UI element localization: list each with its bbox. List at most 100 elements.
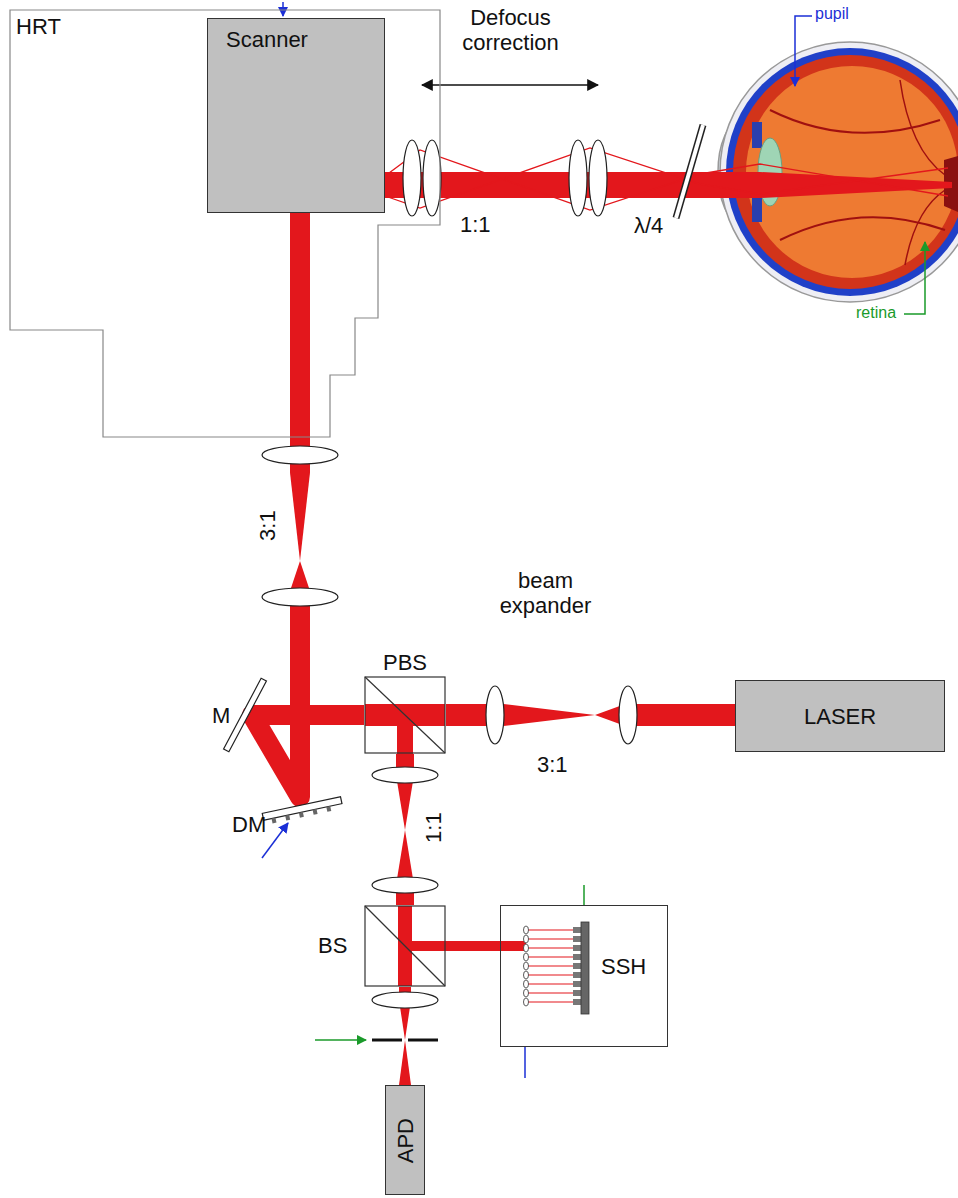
node-label: HRT — [16, 14, 61, 39]
defocus-arrow — [422, 85, 598, 86]
scan-beam — [385, 148, 952, 210]
beam-focus — [495, 715, 628, 727]
sensor-part — [528, 1001, 573, 1002]
sensor-part — [524, 953, 529, 961]
sensor-part — [524, 935, 529, 943]
node-label: LASER — [804, 704, 876, 729]
part-label: 1:1 — [421, 812, 446, 843]
sensor-part — [528, 929, 573, 930]
beam-focus — [288, 455, 300, 597]
part-label: λ/4 — [634, 213, 663, 238]
deformable-mirror — [326, 806, 331, 812]
beam-focus — [495, 703, 628, 715]
deformable-mirror — [262, 797, 342, 820]
part-label: Defocus correction — [443, 5, 578, 56]
lens — [486, 686, 504, 744]
part-label: 1:1 — [460, 212, 491, 237]
lens — [569, 140, 587, 216]
scan-beam — [385, 148, 948, 208]
eye-illustration — [752, 122, 762, 148]
part-label: 3:1 — [537, 752, 568, 777]
sensor-part — [528, 965, 573, 966]
waveplate — [676, 125, 703, 218]
eye-illustration — [770, 110, 940, 133]
lens — [372, 767, 438, 783]
part-label: M — [212, 703, 230, 728]
sensor-part — [528, 938, 573, 939]
waveplate — [676, 125, 703, 218]
beam-focus — [399, 1000, 405, 1085]
beam-focus — [300, 455, 312, 597]
part-label: pupil — [815, 5, 849, 23]
light-beam — [447, 941, 500, 951]
part-label: retina — [856, 304, 896, 322]
defocus-arrow — [422, 84, 598, 86]
pupil-plane-arrow — [795, 16, 812, 86]
retina-plane-arrow — [904, 242, 925, 314]
sensor-part — [528, 974, 573, 975]
lens — [262, 446, 338, 464]
lens — [262, 140, 637, 1008]
retina-plane-arrow — [315, 1039, 366, 1041]
sensor-part — [524, 980, 529, 988]
beam-focus — [288, 455, 628, 1085]
sensor-part — [524, 944, 529, 952]
deformable-mirror — [272, 818, 277, 824]
scanner-box: Scanner — [207, 18, 385, 213]
beam-focus — [405, 1000, 411, 1085]
detector-box: APD — [385, 1085, 425, 1195]
node-label: Scanner — [226, 27, 308, 52]
sensor-part — [524, 998, 529, 1006]
pupil-plane-arrow — [282, 2, 284, 16]
deformable-mirror — [313, 809, 318, 815]
sensor-part — [581, 922, 589, 1014]
cube-part — [365, 906, 445, 986]
cube-part — [365, 677, 445, 753]
beam-focus — [405, 775, 414, 885]
lens — [403, 140, 421, 216]
node-label: BS — [318, 933, 347, 958]
eye-illustration — [780, 217, 945, 240]
cube-part — [365, 677, 445, 753]
node-label: APD — [392, 1118, 417, 1163]
cube-part — [365, 906, 445, 986]
shack-hartmann-sensor: SSH — [500, 905, 668, 1047]
lens — [372, 992, 438, 1008]
lens — [262, 588, 338, 606]
sensor-part — [501, 941, 526, 951]
sensor-part — [528, 992, 573, 993]
sensor-part — [524, 989, 529, 997]
pinhole — [408, 1039, 438, 1042]
lens — [589, 140, 607, 216]
eye-illustration — [900, 80, 945, 175]
deformable-mirror — [285, 815, 290, 821]
deformable-mirror — [299, 812, 304, 818]
eye-illustration — [746, 66, 958, 278]
pinhole — [372, 1039, 438, 1042]
lens — [619, 686, 637, 744]
hrt-housing: Scanner HRT — [10, 10, 442, 438]
waveplate — [676, 125, 703, 218]
node-label: PBS — [383, 650, 427, 675]
part-label: beam expander — [478, 568, 613, 619]
sensor-part — [524, 971, 529, 979]
pinhole — [372, 1039, 402, 1042]
sensor-part — [528, 956, 573, 957]
beam-focus — [396, 775, 405, 885]
part-label: 3:1 — [255, 510, 280, 541]
eye-illustration — [752, 196, 762, 222]
deformable-mirror — [262, 797, 343, 825]
sensor-part — [524, 926, 529, 934]
part-label: DM — [232, 812, 266, 837]
beam-splitter-cube: PBS — [364, 650, 446, 754]
lens — [372, 877, 438, 893]
sensor-part — [528, 983, 573, 984]
sensor-part — [524, 962, 529, 970]
scan-beam — [385, 172, 952, 198]
lens — [423, 140, 441, 216]
node-label: SSH — [601, 954, 646, 979]
sensor-part — [528, 947, 573, 948]
housing-outline — [10, 10, 440, 437]
